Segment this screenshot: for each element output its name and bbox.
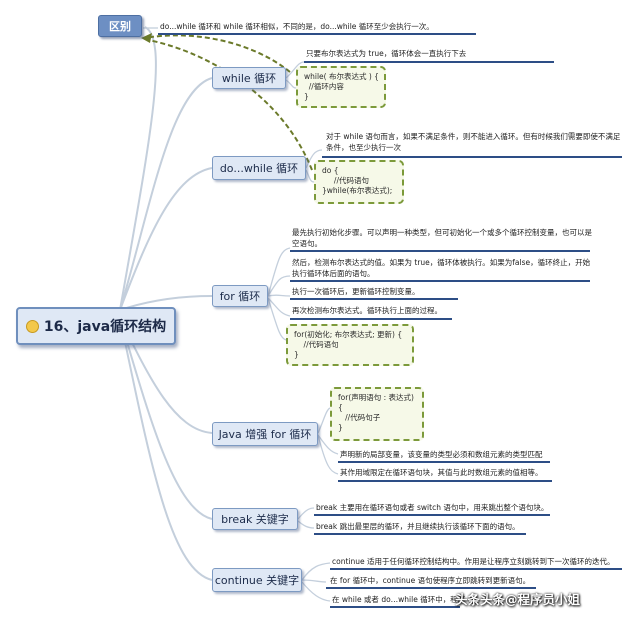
smiley-icon	[25, 319, 39, 333]
break-leaf-1-underline	[314, 514, 550, 516]
code-line: //循环内容	[304, 82, 344, 91]
do-while-label: do...while 循环	[219, 162, 299, 175]
while-code-block: while( 布尔表达式 ) { //循环内容 }	[296, 66, 386, 108]
continue-label: continue 关键字	[214, 574, 300, 587]
while-node[interactable]: while 循环	[212, 67, 286, 89]
continue-node[interactable]: continue 关键字	[212, 568, 302, 592]
for-node[interactable]: for 循环	[212, 285, 268, 307]
code-line: //代码句子	[338, 413, 381, 422]
do-while-code-block: do { //代码语句 }while(布尔表达式);	[314, 160, 404, 204]
continue-leaf-1: continue 适用于任何循环控制结构中。作用是让程序立刻跳转到下一次循环的迭…	[332, 557, 615, 566]
break-leaf-2-underline	[314, 533, 526, 535]
code-line: while( 布尔表达式 ) {	[304, 72, 379, 81]
difference-text: do...while 循环和 while 循环相似，不同的是，do...whil…	[160, 22, 434, 31]
enhanced-for-node[interactable]: Java 增强 for 循环	[212, 422, 318, 446]
root-node[interactable]: 16、java循环结构	[16, 307, 176, 345]
code-line: }while(布尔表达式);	[322, 186, 393, 195]
for-leaf-4-underline	[290, 318, 452, 320]
for-leaf-1: 最先执行初始化步骤。可以声明一种类型，但可初始化一个或多个循环控制变量，也可以是…	[292, 228, 592, 248]
code-line: }	[338, 423, 343, 432]
enhanced-for-code-block: for(声明语句 : 表达式) { //代码句子 }	[330, 387, 424, 441]
continue-leaf-1-underline	[330, 568, 622, 570]
for-label: for 循环	[219, 290, 261, 303]
for-leaf-2-underline	[290, 280, 590, 282]
enhanced-for-leaf-1-underline	[338, 461, 550, 463]
root-title: 16、java循环结构	[43, 319, 167, 335]
break-node[interactable]: break 关键字	[212, 508, 298, 530]
for-leaf-3: 执行一次循环后，更新循环控制变量。	[292, 287, 420, 296]
code-line: //代码语句	[322, 176, 369, 185]
code-line: }	[294, 350, 299, 359]
for-leaf-3-underline	[290, 298, 458, 300]
code-line: {	[338, 403, 343, 412]
for-leaf-4: 再次检测布尔表达式。循环执行上面的过程。	[292, 306, 442, 315]
do-while-leaf: 对于 while 语句而言，如果不满足条件，则不能进入循环。但有时候我们需要即使…	[326, 132, 621, 152]
break-label: break 关键字	[221, 513, 289, 526]
for-leaf-2: 然后，检测布尔表达式的值。如果为 true，循环体被执行。如果为false，循环…	[292, 258, 591, 278]
continue-leaf-2: 在 for 循环中，continue 语句使程序立即跳转到更新语句。	[330, 576, 531, 585]
continue-leaf-3: 在 while 或者 do…while 循环中，程序	[332, 595, 466, 604]
code-line: for(初始化; 布尔表达式; 更新) {	[294, 330, 403, 339]
difference-label: 区别	[109, 20, 131, 33]
enhanced-for-label: Java 增强 for 循环	[218, 428, 312, 441]
break-leaf-2: break 跳出最里层的循环，并且继续执行该循环下面的语句。	[316, 522, 520, 531]
code-line: }	[304, 92, 309, 101]
break-leaf-1: break 主要用在循环语句或者 switch 语句中，用来跳出整个语句块。	[316, 503, 549, 512]
code-line: for(声明语句 : 表达式)	[338, 393, 414, 402]
do-while-leaf-underline	[322, 156, 622, 158]
for-leaf-1-underline	[290, 250, 590, 252]
enhanced-for-leaf-2-underline	[338, 480, 552, 482]
do-while-node[interactable]: do...while 循环	[212, 156, 306, 180]
enhanced-for-leaf-2: 其作用域限定在循环语句块，其值与此时数组元素的值相等。	[340, 468, 543, 477]
continue-leaf-2-underline	[326, 587, 536, 589]
continue-leaf-3-underline	[330, 606, 460, 608]
enhanced-for-leaf-1: 声明新的局部变量，该变量的类型必须和数组元素的类型匹配	[340, 450, 543, 459]
for-code-block: for(初始化; 布尔表达式; 更新) { //代码语句 }	[286, 324, 414, 366]
while-leaf-underline	[304, 61, 554, 63]
difference-node[interactable]: 区别	[98, 15, 142, 37]
while-label: while 循环	[221, 72, 277, 85]
code-line: //代码语句	[294, 340, 339, 349]
watermark: 头条头条@程序员小姐	[455, 592, 581, 607]
while-leaf: 只要布尔表达式为 true，循环体会一直执行下去	[306, 49, 467, 58]
code-line: do {	[322, 166, 339, 175]
difference-underline	[158, 33, 476, 35]
